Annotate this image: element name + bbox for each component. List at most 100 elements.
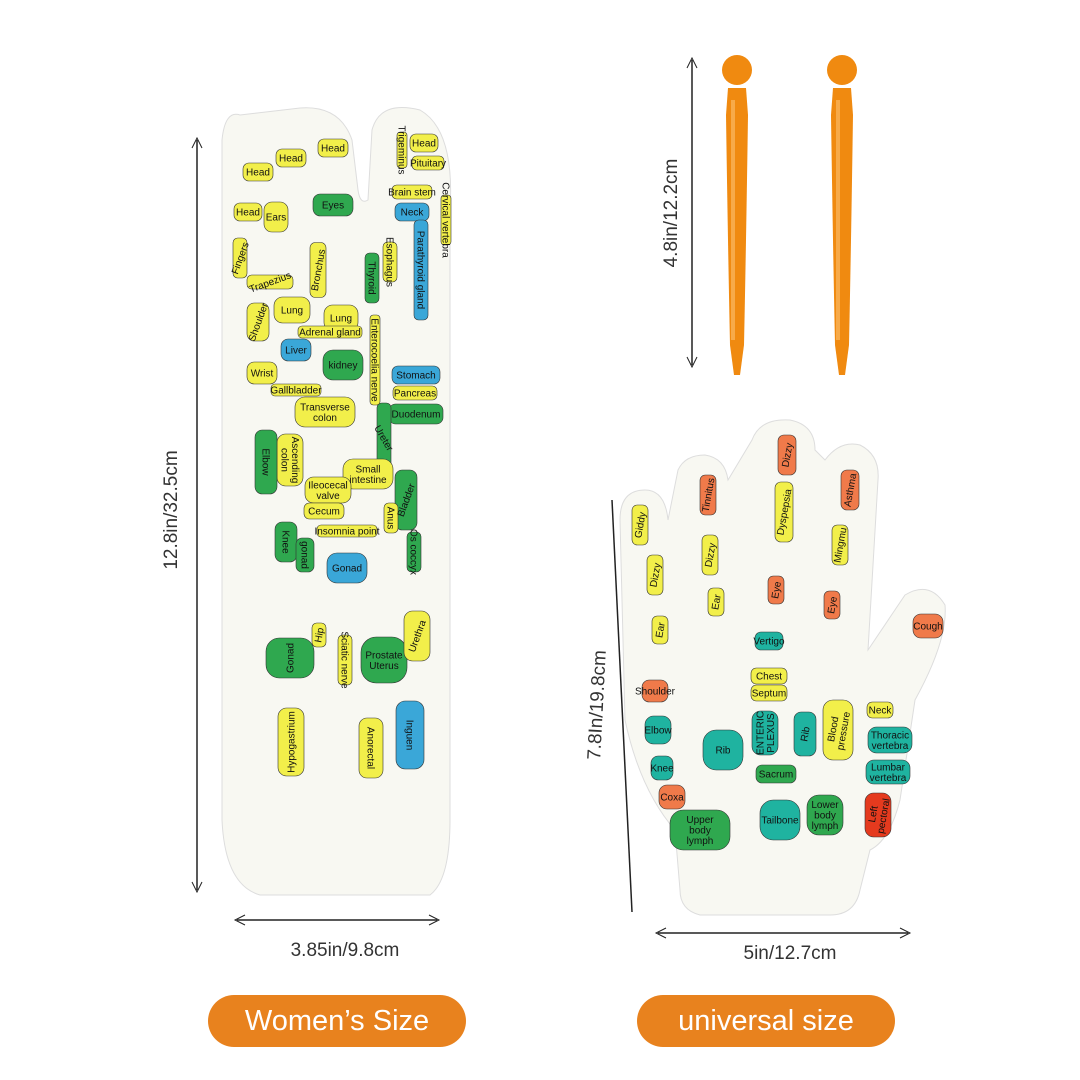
zone-label: Septum	[752, 689, 786, 700]
zone-shape	[273, 296, 311, 324]
zone-label: Cecum	[308, 507, 340, 518]
zone-shape	[754, 631, 784, 651]
zone-shape	[233, 202, 263, 222]
zone-label: Enterocoelia nerve	[369, 318, 380, 402]
zone-label: Eye	[770, 580, 784, 599]
zone-shape	[403, 610, 431, 662]
zone-label: Adrenal gland	[299, 328, 361, 339]
zone-label: Neck	[401, 208, 425, 219]
zone-label: Head	[246, 168, 270, 179]
zone-label: Anorectal	[365, 727, 376, 769]
zone-label: Lung	[281, 306, 303, 317]
zone-label: Dizzy	[703, 542, 718, 568]
sock-length-label: 12.8in/32.5cm	[161, 450, 182, 570]
zone-label: Eyes	[322, 201, 344, 212]
zone-shape	[866, 701, 894, 719]
zone-shape	[364, 252, 380, 304]
zone-label: Vertigo	[753, 637, 785, 648]
zone-shape	[270, 383, 322, 397]
zone-label: Anus	[385, 507, 396, 530]
zone-label: Wrist	[251, 369, 274, 380]
zone-label: Lung	[330, 314, 352, 325]
zone-shape	[751, 710, 779, 756]
zone-label: Pituitary	[410, 159, 446, 170]
zone-shape	[411, 155, 445, 171]
zone-shape	[316, 524, 378, 538]
zone-shape	[312, 193, 354, 217]
zone-shape	[707, 587, 725, 617]
zone-label: Elbow	[260, 448, 271, 476]
zone-shape	[263, 201, 289, 233]
zone-label: Cervical vertebra	[440, 182, 451, 258]
zone-label: kidney	[329, 361, 358, 372]
zone-label: Ascendingcolon	[278, 437, 300, 484]
zone-shape	[295, 537, 315, 573]
zone-label: Gonad	[332, 564, 362, 575]
zone-label: Ear	[710, 593, 724, 611]
zone-label: Head	[321, 144, 345, 155]
zone-shape	[912, 613, 944, 639]
zone-shape	[831, 524, 849, 566]
zone-label: Neck	[869, 706, 893, 717]
zone-shape	[650, 755, 674, 781]
zone-shape	[406, 531, 422, 573]
zone-label: Insomnia point	[314, 527, 379, 538]
zone-label: Sciatic nerve	[339, 631, 350, 689]
zone-label: Coxa	[660, 793, 684, 804]
zone-label: Sacrum	[759, 770, 793, 781]
zone-label: Hip	[313, 626, 327, 643]
zone-shape	[793, 711, 817, 757]
zone-label: Dizzy	[648, 562, 663, 588]
zone-label: Brain stem	[388, 188, 436, 199]
zone-shape	[864, 792, 892, 838]
zone-shape	[294, 396, 356, 428]
zone-label: Head	[236, 208, 260, 219]
zone-label: Os coccyx	[408, 529, 419, 575]
zone-shape	[750, 667, 788, 685]
sock-width-label: 3.85in/9.8cm	[290, 940, 400, 961]
zone-shape	[358, 717, 384, 779]
zone-label: Liver	[285, 346, 307, 357]
zone-shape	[701, 534, 719, 576]
zone-shape	[254, 429, 278, 495]
zone-label: Dizzy	[780, 442, 795, 468]
zone-label: Tailbone	[761, 816, 799, 827]
zone-label: Stomach	[396, 371, 435, 382]
zone-shape	[395, 700, 425, 770]
zone-label: Elbow	[644, 726, 672, 737]
zone-label: Rib	[715, 746, 730, 757]
zone-shape	[392, 385, 438, 401]
zone-shape	[777, 434, 797, 476]
zone-label: Giddy	[633, 511, 648, 539]
glove-length-line	[611, 499, 633, 913]
zone-label: Gonad	[286, 643, 297, 673]
zone-shape	[669, 809, 731, 851]
zone-shape	[658, 784, 686, 810]
zone-shape	[394, 469, 418, 531]
zone-shape	[774, 481, 794, 543]
zone-label: Eye	[826, 595, 840, 614]
zone-shape	[413, 219, 429, 321]
zone-shape	[246, 302, 270, 342]
zone-label: Gallbladder	[270, 386, 322, 397]
zone-shape	[309, 242, 327, 298]
zone-shape	[646, 554, 664, 596]
universal-size-badge: universal size	[637, 995, 895, 1047]
zone-shape	[297, 325, 363, 339]
zone-label: Chest	[756, 672, 782, 683]
zone-label: Head	[412, 139, 436, 150]
zone-shape	[823, 590, 841, 620]
zone-shape	[651, 615, 669, 645]
zone-label: Cough	[913, 622, 942, 633]
zone-label: Head	[279, 154, 303, 165]
zone-label: Esophagus	[384, 237, 395, 287]
zone-shape	[391, 184, 433, 200]
zone-shape	[806, 794, 844, 836]
zone-shape	[767, 575, 785, 605]
zone-label: Knee	[650, 764, 674, 775]
zone-shape	[840, 469, 860, 511]
zone-label: Hypogastrium	[287, 711, 298, 773]
